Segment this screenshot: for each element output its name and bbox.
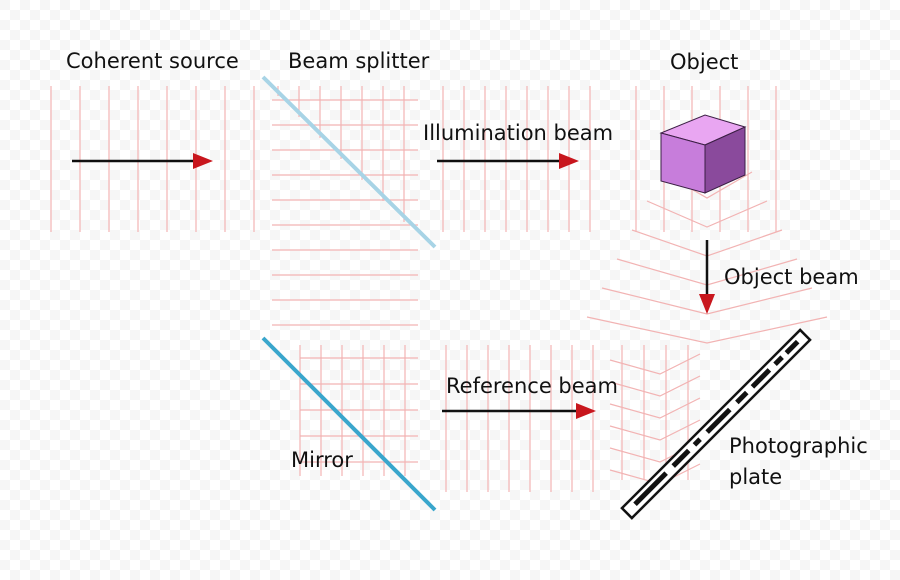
wavefront-line xyxy=(609,397,701,419)
coherent-source-label: Coherent source xyxy=(66,49,239,73)
beam-splitter-label: Beam splitter xyxy=(288,49,430,73)
wavefront-line xyxy=(609,419,701,441)
photographic-plate xyxy=(620,328,812,520)
illumination-beam-label: Illumination beam xyxy=(423,121,613,145)
object-label: Object xyxy=(670,50,738,74)
wavefront-line xyxy=(586,316,828,344)
photographic-plate-label-line2: plate xyxy=(729,465,782,489)
reference-beam-arrow xyxy=(442,403,596,419)
coherent-source-arrow xyxy=(72,153,213,169)
beam-splitter-element xyxy=(261,75,437,249)
object-beam-arrow xyxy=(699,240,715,314)
photographic-plate-label-line1: Photographic xyxy=(729,434,868,458)
illumination-wavefronts xyxy=(442,86,591,232)
plate-wavefronts xyxy=(609,345,701,485)
object-cube xyxy=(659,114,747,194)
wavefront-line xyxy=(609,353,701,375)
object-beam-label: Object beam xyxy=(724,265,859,289)
mirror-element xyxy=(261,336,437,512)
mirror-label: Mirror xyxy=(291,448,353,472)
reference-beam-label: Reference beam xyxy=(446,374,618,398)
wavefront-line xyxy=(609,375,701,397)
mirror-wavefronts xyxy=(299,345,418,476)
wavefront-line xyxy=(646,200,768,228)
illumination-beam-arrow xyxy=(437,153,579,169)
reference-wavefronts xyxy=(445,345,594,492)
splitter-wavefronts xyxy=(272,86,418,326)
